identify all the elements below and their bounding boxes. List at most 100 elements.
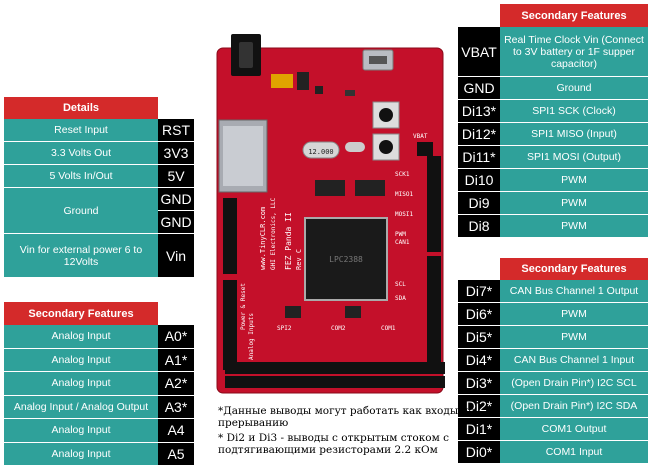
board-brand: www.TinyCLR.com [259,207,267,270]
pin-label-di12: Di12* [458,123,500,146]
analog-row-a3: Analog Input / Analog Output A3* [4,395,194,419]
analog-table: Secondary Features Analog Input A0* Anal… [4,302,194,466]
details-desc: Reset Input [4,119,158,142]
bottom-right-table: Secondary Features Di7* CAN Bus Channel … [458,258,648,466]
pin-label-di9: Di9 [458,192,500,215]
component [315,180,345,196]
silk-sda: SDA [395,295,406,302]
top-right-desc: PWM [500,215,648,238]
pin-label-di8: Di8 [458,215,500,238]
pin-label-vin: Vin [158,234,194,278]
analog-desc: Analog Input [4,419,158,443]
details-row-5v: 5 Volts In/Out 5V [4,165,194,188]
silk-power-reset: Power & Reset [240,283,247,330]
left-header-analog [223,280,237,370]
vbat-silk: VBAT [413,133,428,140]
details-desc: 3.3 Volts Out [4,142,158,165]
pin-label-rst: RST [158,119,194,142]
fez-panda-board: 12.000 VBAT SCK1 MISO1 MOSI1 PWM CAN1 SC… [216,34,445,394]
mcu-chip [304,217,388,301]
bottom-right-desc: PWM [500,326,648,349]
top-right-row-di10: Di10 PWM [458,169,648,192]
pin-label-gnd-2: GND [158,211,194,234]
analog-header: Secondary Features [4,302,158,325]
reset-button-cap [379,108,393,122]
pin-label-gnd-right: GND [458,77,500,100]
top-right-desc: SPI1 MISO (Input) [500,123,648,146]
pin-label-a1: A1* [158,348,194,372]
silk-pwm: PWM [395,231,406,238]
bottom-right-header: Secondary Features [500,258,648,280]
pin-label-di1: Di1* [458,418,500,441]
analog-desc: Analog Input [4,325,158,349]
footnotes: *Данные выводы могут работать как входы … [218,405,478,459]
bottom-right-desc: COM1 Output [500,418,648,441]
top-right-row-di11: Di11* SPI1 MOSI (Output) [458,146,648,169]
gnd-pin-group: GND GND [158,188,194,234]
top-right-table: Secondary Features VBAT Real Time Clock … [458,4,648,239]
silk-scl: SCL [395,281,406,288]
silk-spi2: SPI2 [277,325,292,332]
details-desc: Vin for external power 6 to 12Volts [4,234,158,278]
pin-label-a4: A4 [158,419,194,443]
bottom-right-desc: PWM [500,303,648,326]
pin-label-di2: Di2* [458,395,500,418]
crystal [302,141,340,159]
pin-label-di10: Di10 [458,169,500,192]
bottom-right-row-di1: Di1* COM1 Output [458,418,648,441]
top-right-desc: SPI1 SCK (Clock) [500,100,648,123]
silk-mosi: MOSI1 [395,211,413,218]
pin-label-gnd: GND [158,188,194,211]
bottom-right-desc: (Open Drain Pin*) I2C SDA [500,395,648,418]
analog-row-a2: Analog Input A2* [4,372,194,396]
left-header-power [223,198,237,274]
pin-label-vbat: VBAT [458,27,500,77]
top-right-desc: SPI1 MOSI (Output) [500,146,648,169]
bottom-right-desc: CAN Bus Channel 1 Output [500,280,648,303]
footnote-interrupt: *Данные выводы могут работать как входы … [218,405,475,429]
bottom-right-row-di0: Di0* COM1 Input [458,441,648,464]
component [355,180,385,196]
silk-can1: CAN1 [395,239,410,246]
silk-com1: COM1 [381,325,396,332]
board-brand-2: GHI Electronics, LLC [270,197,277,270]
pin-label-a2: A2* [158,372,194,396]
pin-label-a3: A3* [158,395,194,419]
top-right-desc: Real Time Clock Vin (Connect to 3V batte… [500,27,648,77]
bottom-header-1 [225,362,445,374]
details-row-vin: Vin for external power 6 to 12Volts Vin [4,234,194,278]
pin-label-di5: Di5* [458,326,500,349]
top-right-row-di13: Di13* SPI1 SCK (Clock) [458,100,648,123]
analog-desc: Analog Input [4,348,158,372]
board-title: FEZ Panda II [284,212,293,270]
bottom-right-row-di5: Di5* PWM [458,326,648,349]
details-table: Details Reset Input RST 3.3 Volts Out 3V… [4,97,194,280]
right-header-top [427,156,441,252]
details-desc: 5 Volts In/Out [4,165,158,188]
bottom-right-row-di7: Di7* CAN Bus Channel 1 Output [458,280,648,303]
pin-label-di4: Di4* [458,349,500,372]
details-row-3v3: 3.3 Volts Out 3V3 [4,142,194,165]
loader-button-cap [379,140,393,154]
bottom-right-row-di6: Di6* PWM [458,303,648,326]
analog-row-a0: Analog Input A0* [4,325,194,349]
bottom-right-desc: (Open Drain Pin*) I2C SCL [500,372,648,395]
bottom-right-row-di3: Di3* (Open Drain Pin*) I2C SCL [458,372,648,395]
details-desc: Ground [4,188,158,234]
silk-com2: COM2 [331,325,346,332]
right-header-bottom [427,256,441,366]
component [315,86,323,94]
footnote-open-drain: * Di2 и Di3 - выводы с открытым стоком с… [218,432,449,456]
silk-miso: MISO1 [395,191,413,198]
component [345,306,361,318]
component [345,90,355,96]
top-right-desc: Ground [500,77,648,100]
analog-row-a5: Analog Input A5 [4,442,194,466]
pin-label-di6: Di6* [458,303,500,326]
dc-jack-hole [239,42,253,68]
pin-label-3v3: 3V3 [158,142,194,165]
crystal-label: 12.000 [308,148,333,156]
pin-label-5v: 5V [158,165,194,188]
pin-label-di3: Di3* [458,372,500,395]
analog-row-a4: Analog Input A4 [4,419,194,443]
